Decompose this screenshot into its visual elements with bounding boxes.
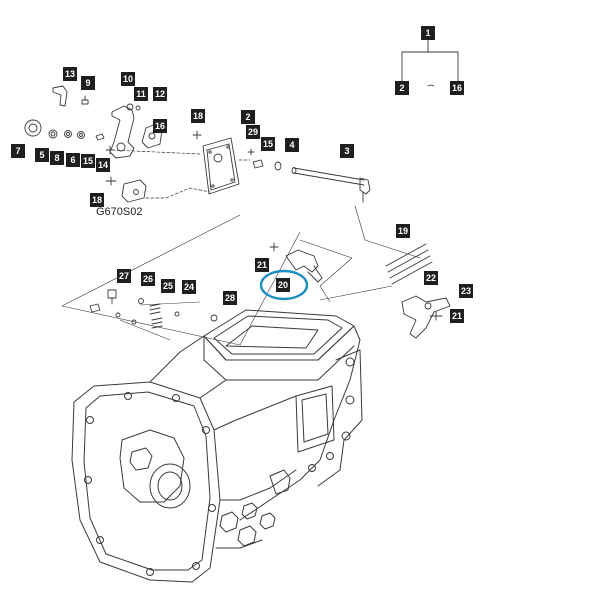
drawing-code: G670S02 <box>96 206 143 218</box>
callout-22: 22 <box>424 271 439 285</box>
callout-8: 8 <box>50 151 64 165</box>
callout-13: 13 <box>63 67 78 81</box>
callout-15: 15 <box>81 154 96 168</box>
callout-2: 2 <box>395 81 409 95</box>
shift-fork-part <box>269 242 323 283</box>
callout-4: 4 <box>285 138 299 152</box>
callout-3: 3 <box>340 144 354 158</box>
selector-fork-part <box>401 295 451 339</box>
callout-19: 19 <box>396 224 411 238</box>
callout-28: 28 <box>223 291 238 305</box>
callout-18: 18 <box>90 193 105 207</box>
callout-16: 16 <box>153 119 168 133</box>
shift-rod-part <box>291 167 371 203</box>
callout-27: 27 <box>117 269 132 283</box>
callout-9: 9 <box>81 76 95 90</box>
callout-12: 12 <box>153 87 168 101</box>
callout-1: 1 <box>421 26 435 40</box>
callout-21: 21 <box>450 309 465 323</box>
bracket-callout-1 <box>401 39 459 87</box>
cover-plate-part <box>192 130 282 195</box>
callout-15: 15 <box>261 137 276 151</box>
lever-arm-part <box>109 103 163 159</box>
callout-29: 29 <box>246 125 261 139</box>
callout-14: 14 <box>96 158 111 172</box>
transmission-housing <box>71 309 363 583</box>
callout-24: 24 <box>182 280 197 294</box>
shift-lever-part <box>52 85 89 107</box>
bracket-18-part <box>105 176 147 203</box>
callout-2: 2 <box>241 110 255 124</box>
callout-18: 18 <box>191 109 206 123</box>
callout-21: 21 <box>255 258 270 272</box>
callout-11: 11 <box>134 87 148 101</box>
callout-6: 6 <box>66 153 80 167</box>
detent-parts <box>89 289 218 329</box>
callout-20: 20 <box>276 278 291 292</box>
highlight-ring-callout-20 <box>259 269 309 301</box>
shift-rails-part <box>385 243 433 285</box>
callout-5: 5 <box>35 148 49 162</box>
callout-26: 26 <box>141 272 156 286</box>
callout-16: 16 <box>450 81 465 95</box>
callout-7: 7 <box>11 144 25 158</box>
callout-25: 25 <box>161 279 176 293</box>
callout-23: 23 <box>459 284 474 298</box>
callout-10: 10 <box>121 72 136 86</box>
